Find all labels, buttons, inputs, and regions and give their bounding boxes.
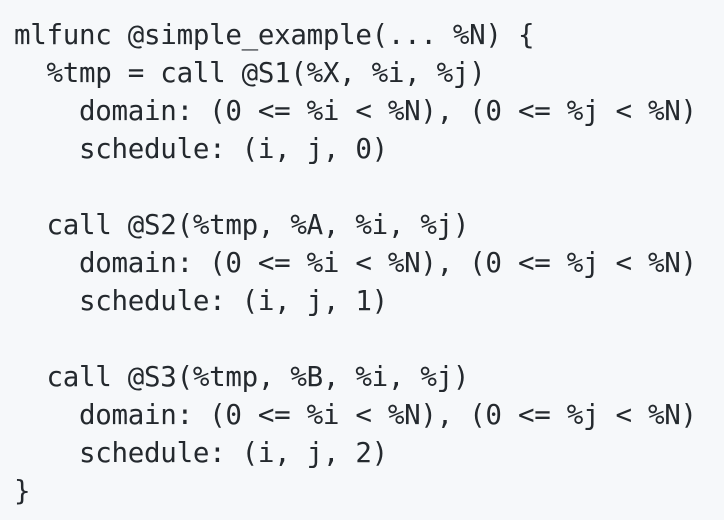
- code-line: schedule: (i, j, 1): [14, 285, 388, 317]
- code-line: schedule: (i, j, 0): [14, 133, 388, 165]
- code-line: %tmp = call @S1(%X, %i, %j): [14, 57, 486, 89]
- code-line: domain: (0 <= %i < %N), (0 <= %j < %N): [14, 95, 697, 127]
- code-line: schedule: (i, j, 2): [14, 437, 388, 469]
- code-line: domain: (0 <= %i < %N), (0 <= %j < %N): [14, 247, 697, 279]
- code-line: }: [14, 475, 31, 507]
- code-line: call @S3(%tmp, %B, %i, %j): [14, 361, 470, 393]
- code-line: domain: (0 <= %i < %N), (0 <= %j < %N): [14, 399, 697, 431]
- code-line: call @S2(%tmp, %A, %i, %j): [14, 209, 470, 241]
- code-line: mlfunc @simple_example(... %N) {: [14, 19, 535, 51]
